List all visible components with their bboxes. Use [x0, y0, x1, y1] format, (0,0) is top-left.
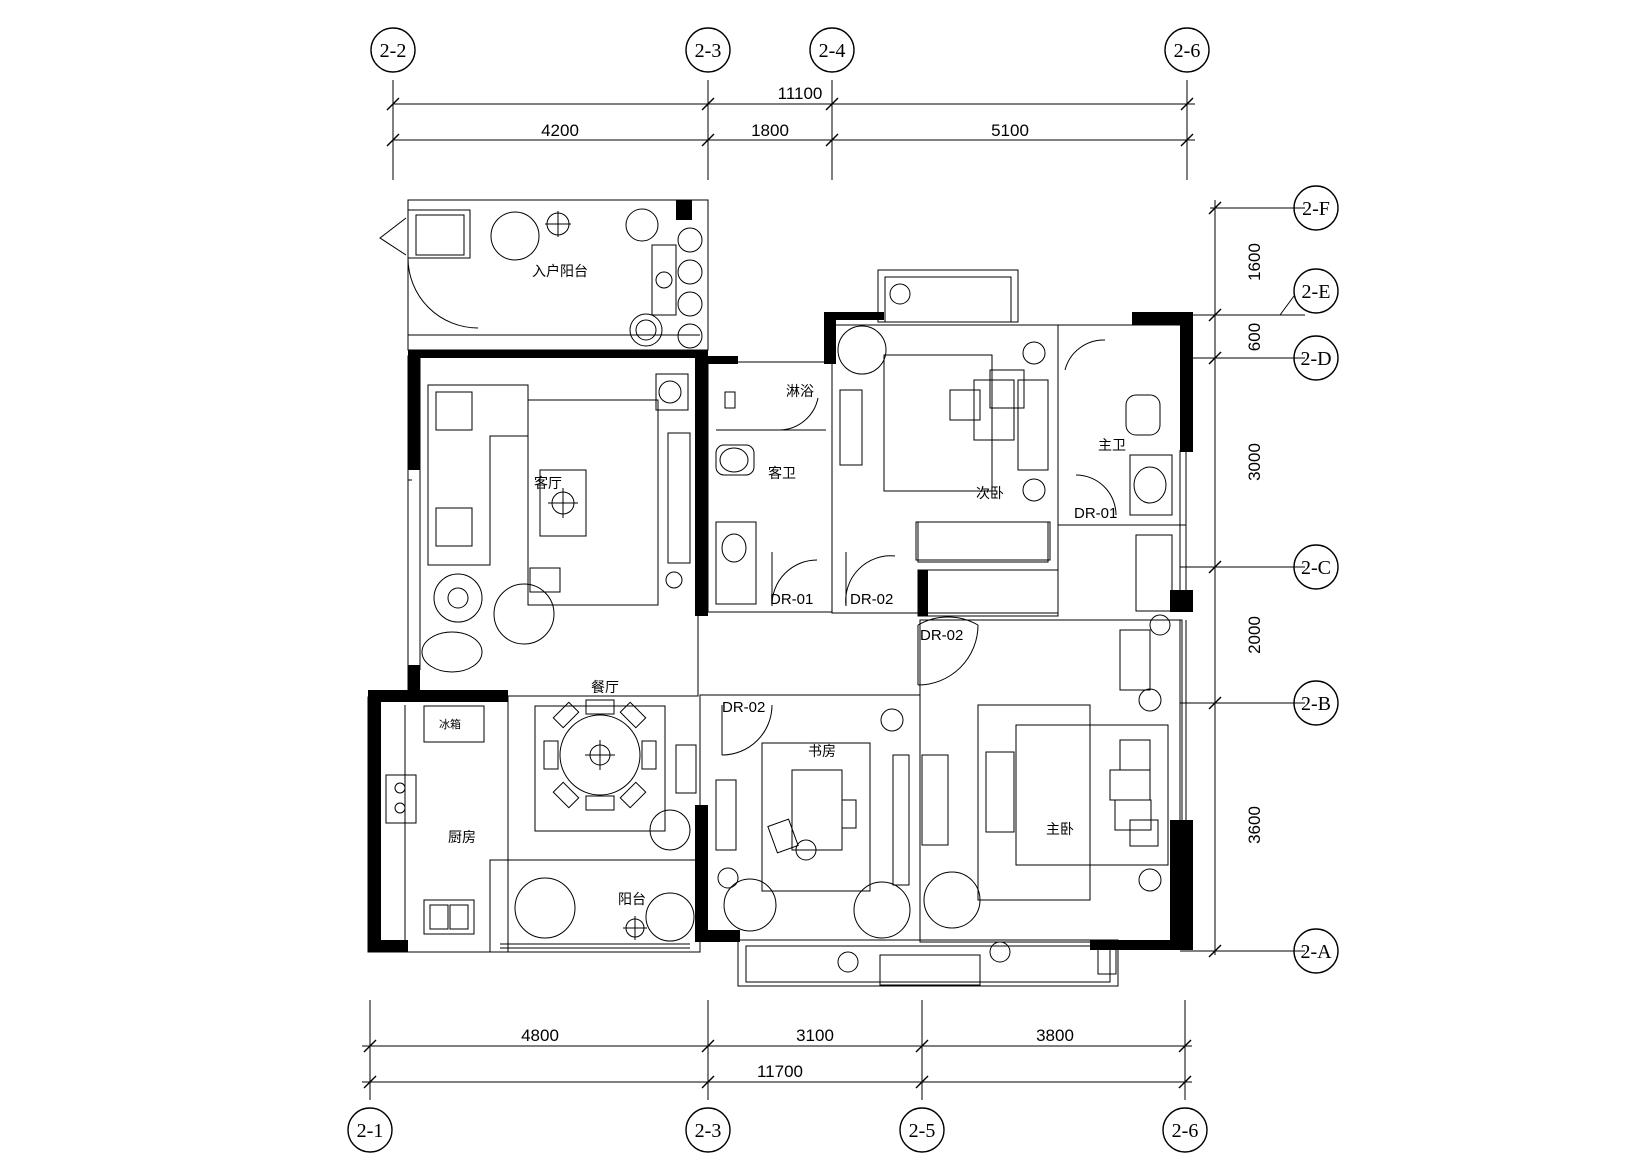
right-dimension-5: 3600: [1245, 806, 1264, 844]
coffee-table: [539, 469, 587, 537]
room-label-shower: 淋浴: [786, 384, 814, 400]
master-rug: [977, 704, 1091, 901]
right-axis-label-3: 2-D: [1300, 348, 1331, 370]
dining-rug: [534, 705, 666, 832]
potted-plant: [629, 313, 663, 347]
tv-cabinet: [667, 432, 691, 564]
door-tag-guest-bath: DR-01: [770, 591, 813, 608]
master-toilet: [1125, 394, 1161, 436]
lounge-chair: [493, 583, 555, 645]
master-bath-door: [1075, 474, 1117, 516]
shoe-cabinet: [407, 209, 471, 259]
bottom-axis-label-1: 2-1: [357, 1120, 384, 1142]
right-axis-label-2: 2-E: [1302, 281, 1331, 303]
study-rug: [761, 742, 871, 892]
room-label-balcony: 阳台: [618, 892, 646, 908]
door-tag-second-bedroom: DR-02: [850, 591, 893, 608]
entry-door-swing: [407, 257, 479, 329]
top-axis-label-2: 2-3: [695, 40, 722, 62]
right-axis-label-6: 2-A: [1300, 941, 1332, 963]
top-dimension-2: 1800: [751, 121, 789, 140]
top-axis-bubbles: [370, 27, 1210, 73]
bench: [985, 751, 1015, 833]
study-desk: [791, 769, 843, 851]
master-armchair: [923, 871, 981, 929]
right-axis-bubbles: [1279, 185, 1339, 974]
bottom-dimension-3: 3800: [1036, 1026, 1074, 1045]
bottom-axis-label-2: 2-3: [695, 1120, 722, 1142]
sofa: [427, 384, 529, 566]
bottom-axis-label-3: 2-5: [909, 1120, 936, 1142]
dining-plant: [649, 809, 691, 851]
refrigerator: [423, 705, 485, 743]
rug: [527, 399, 659, 606]
room-label-dining-room: 餐厅: [591, 680, 619, 696]
room-label-living-room: 客厅: [534, 475, 562, 492]
balcony-chair: [645, 892, 695, 942]
second-bed: [883, 354, 993, 492]
top-dimension-lines: [386, 80, 1195, 180]
right-dimension-4: 2000: [1245, 616, 1264, 654]
right-axis-label-4: 2-C: [1301, 557, 1331, 579]
right-dimension-lines: [1180, 200, 1305, 958]
cooktop: [385, 774, 417, 824]
second-bed-nightstands: [1017, 379, 1049, 471]
top-dimension-3: 5100: [991, 121, 1029, 140]
room-label-second-bedroom: 次卧: [976, 486, 1004, 502]
tv-console: [921, 754, 949, 846]
bottom-axis-bubbles: [347, 1107, 1208, 1153]
room-label-fridge: 冰箱: [439, 717, 461, 731]
kitchen-sink: [423, 899, 475, 935]
room-label-kitchen: 厨房: [448, 830, 476, 846]
right-dimension-2: 600: [1245, 323, 1264, 351]
plant: [625, 208, 659, 242]
right-axis-label-1: 2-F: [1302, 198, 1330, 220]
master-vanity: [1129, 454, 1173, 516]
room-label-guest-bath: 客卫: [768, 465, 796, 482]
master-bed: [1015, 724, 1169, 866]
solid-walls: [368, 200, 1193, 952]
study-armchair: [723, 878, 777, 932]
furniture: [379, 208, 1173, 975]
armchair: [490, 211, 540, 261]
desk: [839, 389, 863, 466]
chaise: [421, 631, 483, 673]
right-axis-label-5: 2-B: [1301, 693, 1331, 715]
entry-door-leaf: [379, 217, 407, 256]
bookshelf: [892, 754, 910, 886]
right-dimension-3: 3000: [1245, 443, 1264, 481]
bottom-dimension-2: 3100: [796, 1026, 834, 1045]
top-axis-label-4: 2-6: [1174, 40, 1201, 62]
door-tag-hall: DR-02: [920, 627, 963, 644]
bottom-dimension-lines: [362, 1000, 1192, 1100]
bottom-axis-label-4: 2-6: [1172, 1120, 1199, 1142]
guest-toilet: [715, 444, 755, 476]
room-label-master-bath: 主卫: [1098, 438, 1126, 454]
second-armchair: [837, 325, 887, 375]
study-plant: [853, 881, 911, 939]
room-label-study: 书房: [808, 744, 836, 760]
shower-door: [779, 397, 819, 431]
balcony-plant: [514, 877, 576, 939]
side-table: [433, 573, 483, 623]
door-tag-master-bath: DR-01: [1074, 505, 1117, 522]
top-total-dimension: 11100: [778, 84, 823, 103]
dining-table: [559, 714, 641, 796]
room-label-entry-balcony: 入户阳台: [532, 263, 588, 280]
linen-cabinet: [1135, 534, 1173, 612]
guest-vanity: [715, 521, 757, 605]
right-dimension-1: 1600: [1245, 243, 1264, 281]
top-dimension-1: 4200: [541, 121, 579, 140]
wardrobe: [915, 521, 1051, 561]
top-axis-label-3: 2-4: [819, 40, 846, 62]
room-label-master-bedroom: 主卧: [1046, 822, 1074, 838]
door-tag-study: DR-02: [722, 699, 765, 716]
bottom-total-dimension: 11700: [757, 1062, 803, 1081]
bottom-dimension-1: 4800: [521, 1026, 559, 1045]
top-axis-label-1: 2-2: [380, 40, 407, 62]
